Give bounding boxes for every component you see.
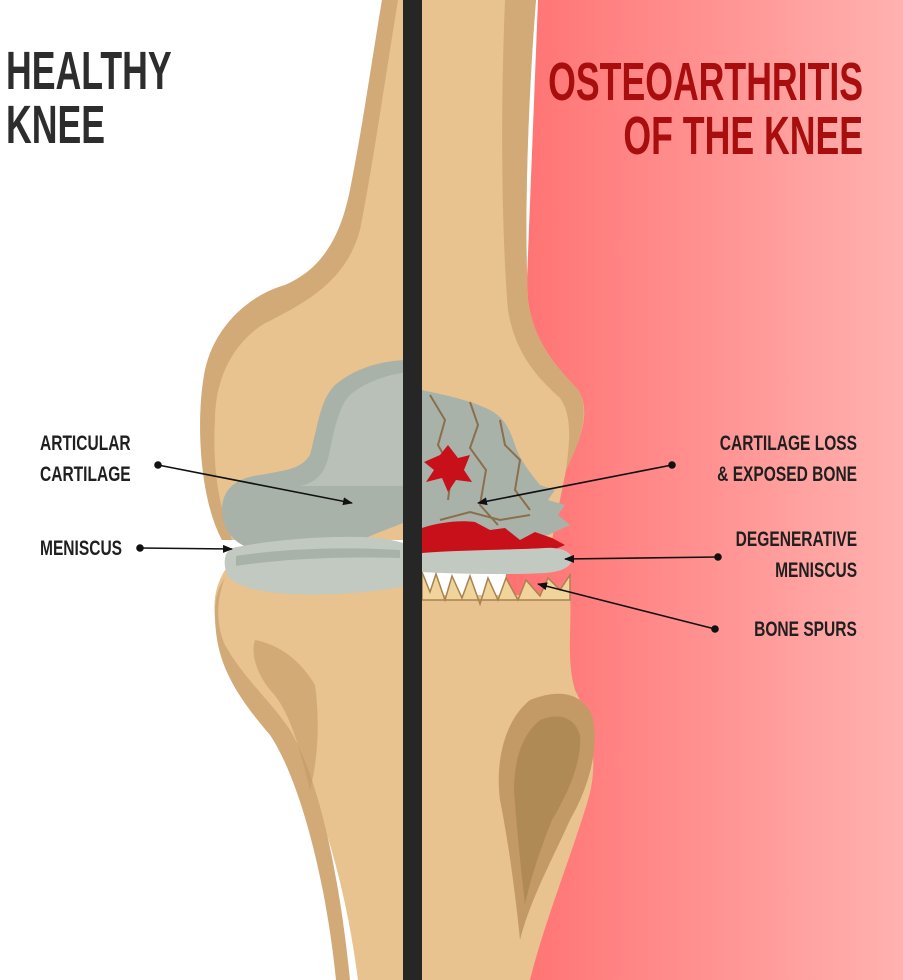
articular-cartilage-label: ARTICULAR CARTILAGE bbox=[40, 428, 131, 490]
degenerative-meniscus-label-line-1: DEGENERATIVE bbox=[736, 524, 857, 555]
oa-degenerative-meniscus bbox=[422, 548, 572, 574]
healthy-meniscus bbox=[225, 537, 410, 595]
bone-spurs-label: BONE SPURS bbox=[754, 614, 857, 645]
osteoarthritis-title-line-2: OF THE KNEE bbox=[548, 109, 863, 163]
articular-cartilage-label-line-2: CARTILAGE bbox=[40, 459, 131, 490]
meniscus-pointer bbox=[140, 548, 232, 549]
degenerative-meniscus-label: DEGENERATIVE MENISCUS bbox=[736, 524, 857, 586]
center-divider bbox=[403, 0, 422, 980]
healthy-title-line-1: HEALTHY bbox=[6, 44, 172, 98]
healthy-knee bbox=[200, 0, 410, 980]
osteoarthritis-title: OSTEOARTHRITIS OF THE KNEE bbox=[548, 55, 863, 163]
meniscus-label: MENISCUS bbox=[40, 533, 122, 564]
cartilage-loss-label-line-1: CARTILAGE LOSS bbox=[717, 428, 857, 459]
oa-bone-spurs bbox=[422, 572, 570, 604]
healthy-knee-title: HEALTHY KNEE bbox=[6, 44, 172, 152]
degenerative-meniscus-label-line-2: MENISCUS bbox=[736, 555, 857, 586]
bone-spurs-label-line-1: BONE SPURS bbox=[754, 614, 857, 645]
articular-cartilage-label-line-1: ARTICULAR bbox=[40, 428, 131, 459]
healthy-title-line-2: KNEE bbox=[6, 98, 172, 152]
osteoarthritis-title-line-1: OSTEOARTHRITIS bbox=[548, 55, 863, 109]
cartilage-loss-label: CARTILAGE LOSS & EXPOSED BONE bbox=[717, 428, 857, 490]
meniscus-label-line-1: MENISCUS bbox=[40, 533, 122, 564]
cartilage-loss-label-line-2: & EXPOSED BONE bbox=[717, 459, 857, 490]
